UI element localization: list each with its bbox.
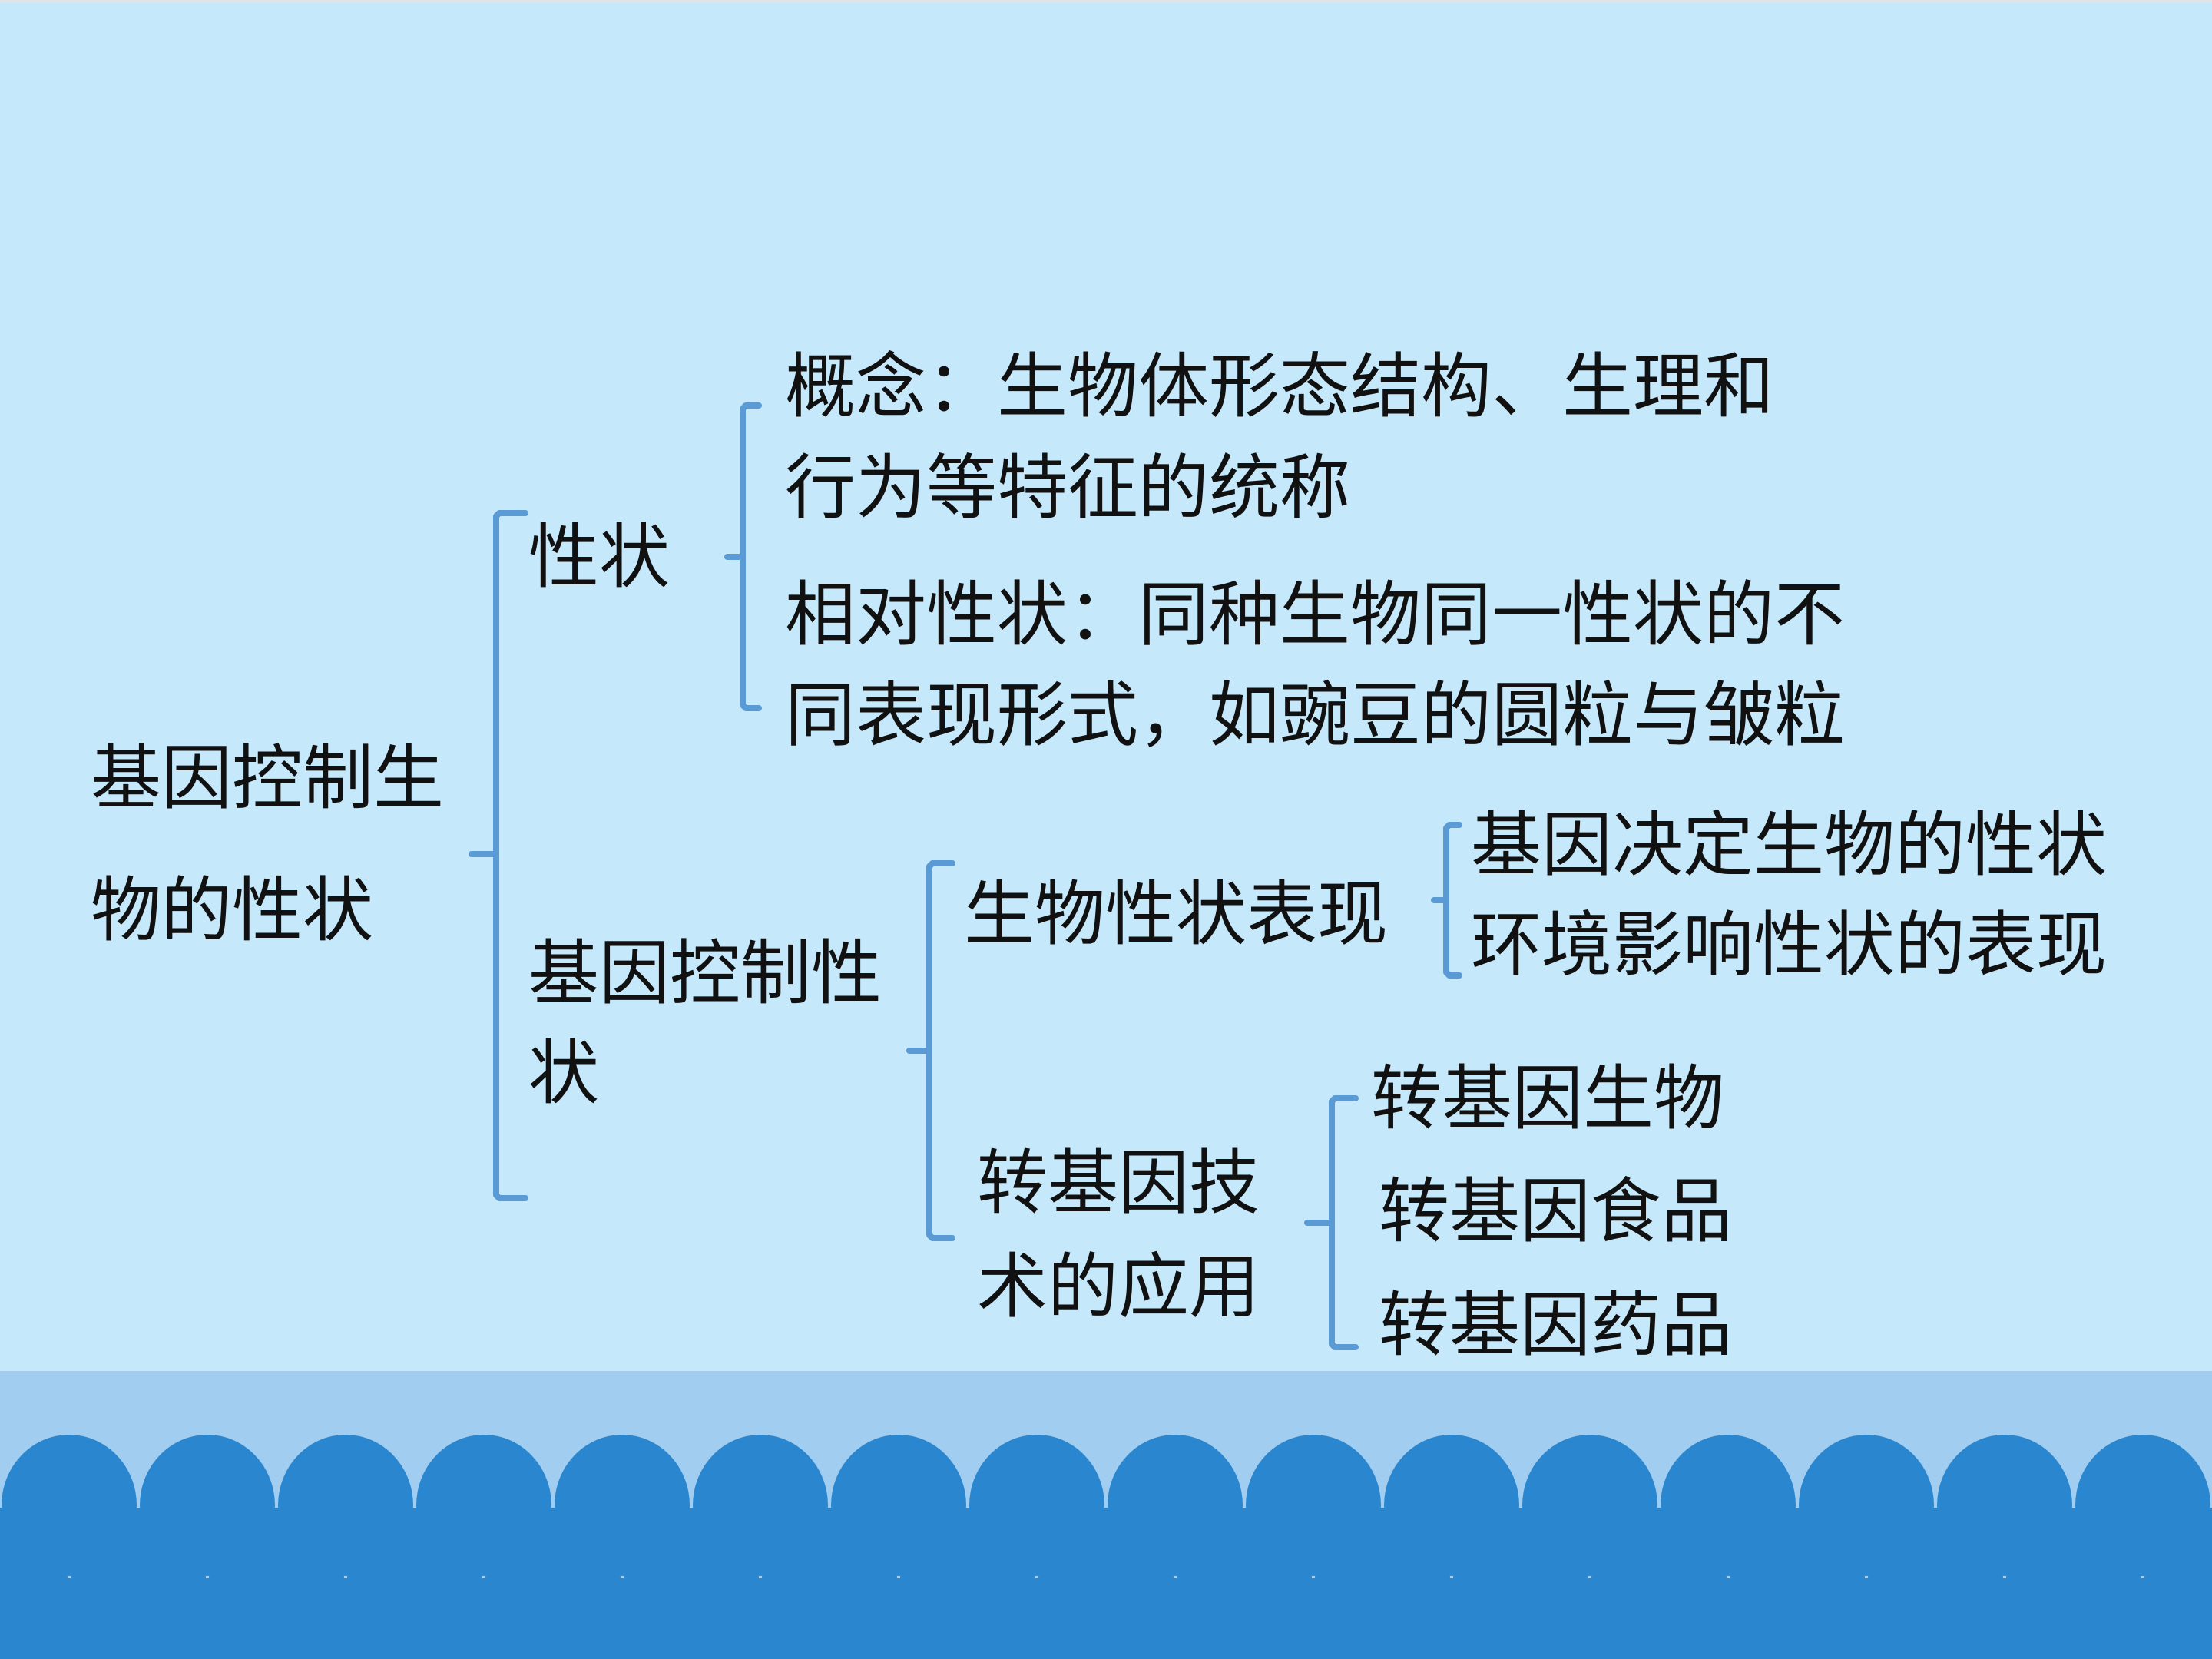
relative-trait-line2: 同表现形式，如豌豆的圆粒与皱粒 xyxy=(785,674,1846,757)
gene-control-label-line1: 基因控制性 xyxy=(528,932,882,1015)
trait-label: 性状 xyxy=(528,516,671,598)
scallop-base xyxy=(0,1578,2212,1659)
transgenic-label-line1: 转基因技 xyxy=(977,1142,1260,1224)
relative-trait-line1: 相对性状：同种生物同一性状的不 xyxy=(785,574,1846,656)
expression-label: 生物性状表现 xyxy=(964,873,1389,955)
bracket-expression xyxy=(1431,822,1462,979)
bracket-root xyxy=(469,510,528,1201)
scallop-decoration xyxy=(0,1435,2212,1659)
gene-control-label-line2: 状 xyxy=(528,1032,600,1114)
concept-line1: 概念：生物体形态结构、生理和 xyxy=(785,346,1775,428)
transgenic-item-3: 转基因药品 xyxy=(1379,1284,1733,1366)
bracket-transgenic xyxy=(1304,1095,1359,1350)
transgenic-item-1: 转基因生物 xyxy=(1371,1058,1725,1140)
root-label-line1: 基因控制生 xyxy=(91,737,445,820)
root-label-line2: 物的性状 xyxy=(91,869,374,952)
background xyxy=(0,0,2212,3)
expression-item-1: 基因决定生物的性状 xyxy=(1471,804,2108,886)
bracket-lines xyxy=(469,402,1462,1350)
concept-line2: 行为等特征的统称 xyxy=(785,447,1351,529)
transgenic-label-line2: 术的应用 xyxy=(977,1246,1260,1328)
expression-item-2: 环境影响性状的表现 xyxy=(1471,904,2108,986)
bracket-trait xyxy=(724,402,762,711)
bracket-gene-control xyxy=(906,860,955,1241)
transgenic-item-2: 转基因食品 xyxy=(1379,1171,1733,1253)
